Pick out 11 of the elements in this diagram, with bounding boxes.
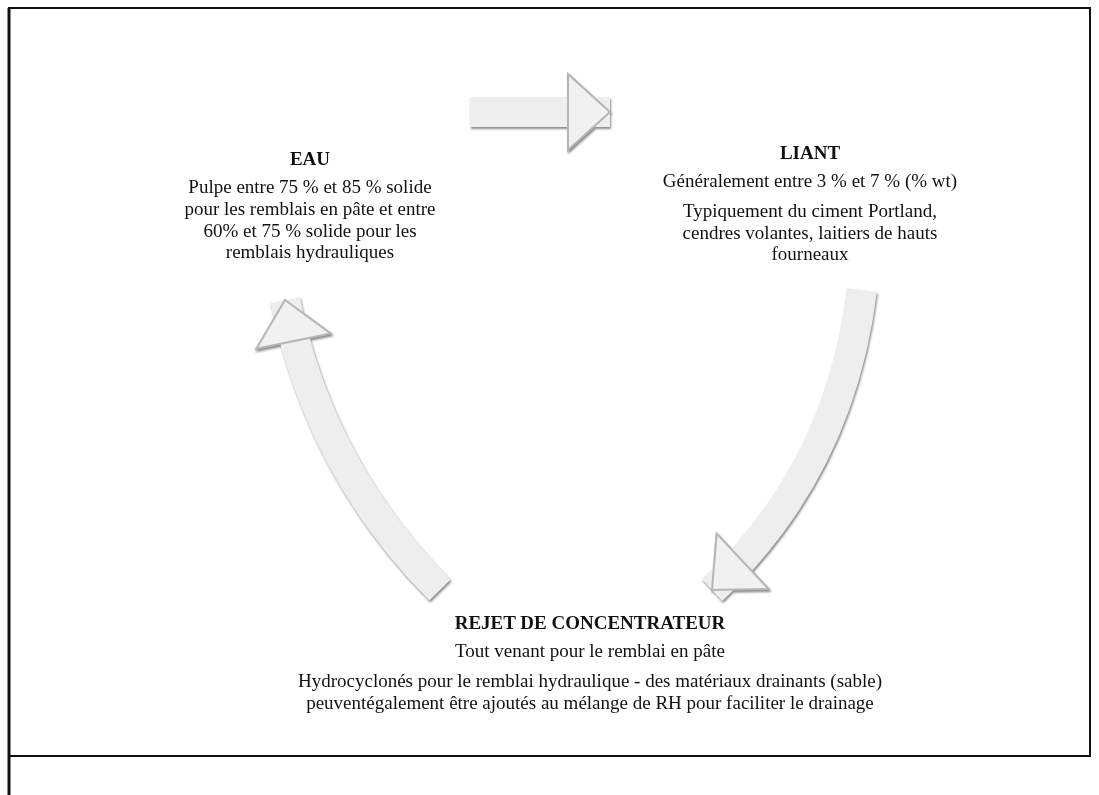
node-description: Pulpe entre 75 % et 85 % solide pour les remblais en pâte et entre 60% et 75 % solide pour les remblais hydrauliques [183,175,437,264]
node-description: Tout venant pour le remblai en pâte [454,639,726,662]
node-description: Hydrocyclonés pour le remblai hydraulique - des matériaux drainants (sable) peuventégalement être ajoutés au mélange de RH pour faciliter le drainage [296,669,883,714]
block-arrow [256,296,451,601]
node-heading: REJET DE CONCENTRATEUR [453,612,727,634]
node-heading: LIANT [778,142,842,164]
block-arrow [470,73,611,151]
block-arrow [701,287,877,601]
node-description: Typiquement du ciment Portland, cendres volantes, laitiers de hauts fourneaux [681,199,939,266]
node-description: Généralement entre 3 % et 7 % (% wt) [661,169,959,192]
node-heading: EAU [288,148,332,170]
